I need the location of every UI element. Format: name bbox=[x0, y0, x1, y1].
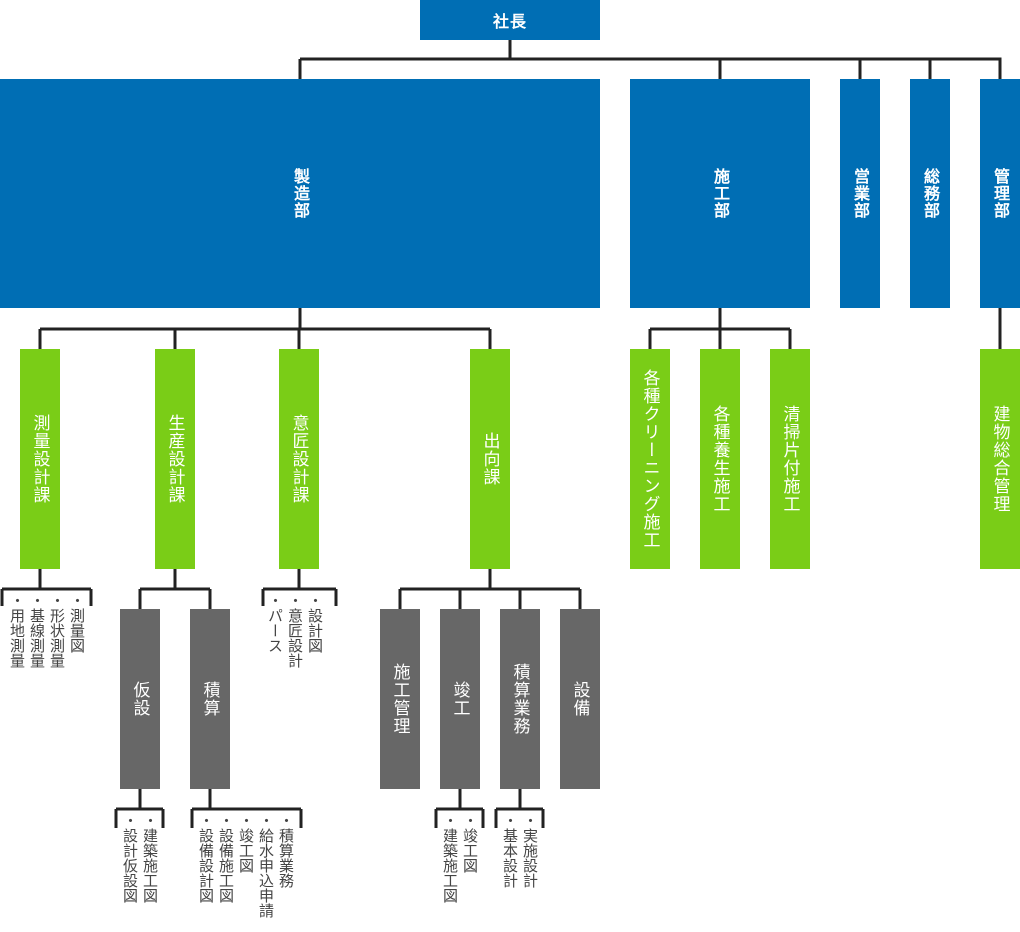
unit-setsubi: 設備 bbox=[560, 609, 600, 789]
unit-label: 設備 bbox=[569, 681, 590, 717]
note-item: ・測量図 bbox=[68, 593, 86, 653]
section-seisan: 生産設計課 bbox=[155, 349, 195, 569]
unit-sekokanri: 施工管理 bbox=[380, 609, 420, 789]
department-eigyo: 営業部 bbox=[840, 79, 880, 308]
connector-seisan bbox=[138, 569, 212, 609]
section-label: 各種養生施工 bbox=[709, 405, 730, 513]
notes-sekisan: ・積算業務 ・給水申込申請 ・竣工図 ・設備施工図 ・設備設計図 bbox=[195, 813, 295, 918]
section-tatemono: 建物総合管理 bbox=[980, 349, 1020, 569]
connector-president-kanri bbox=[930, 57, 1002, 79]
section-sokuryo: 測量設計課 bbox=[20, 349, 60, 569]
unit-label: 仮設 bbox=[129, 681, 150, 717]
section-seiso: 清掃片付施工 bbox=[770, 349, 810, 569]
section-label: 生産設計課 bbox=[164, 414, 185, 504]
section-label: 清掃片付施工 bbox=[779, 405, 800, 513]
note-item: ・用地測量 bbox=[8, 593, 26, 668]
section-isho: 意匠設計課 bbox=[279, 349, 319, 569]
connector-president bbox=[298, 40, 932, 79]
unit-label: 積算業務 bbox=[509, 663, 530, 735]
department-label: 施工部 bbox=[711, 168, 730, 219]
connector-kasetsu-notes bbox=[114, 789, 165, 828]
notes-sekisangyomu: ・実施設計 ・基本設計 bbox=[499, 813, 539, 888]
section-label: 各種クリーニング施工 bbox=[639, 369, 660, 549]
note-item: ・建築施工図 bbox=[141, 813, 159, 903]
department-seizo: 製造部 bbox=[0, 79, 600, 308]
connector-sekisan-notes bbox=[190, 789, 303, 828]
section-yojo: 各種養生施工 bbox=[700, 349, 740, 569]
department-seko: 施工部 bbox=[630, 79, 810, 308]
department-somu: 総務部 bbox=[910, 79, 950, 308]
note-item: ・設備設計図 bbox=[197, 813, 215, 903]
unit-label: 施工管理 bbox=[389, 663, 410, 735]
notes-shunko: ・竣工図 ・建築施工図 bbox=[439, 813, 479, 903]
connector-sekisangyomu-notes bbox=[494, 789, 545, 828]
section-label: 出向課 bbox=[479, 432, 500, 486]
note-item: ・給水申込申請 bbox=[257, 813, 275, 918]
connector-seizo bbox=[38, 308, 492, 349]
unit-sekisan: 積算 bbox=[190, 609, 230, 789]
department-kanri: 管理部 bbox=[980, 79, 1020, 308]
department-label: 管理部 bbox=[991, 168, 1010, 219]
note-item: ・形状測量 bbox=[48, 593, 66, 668]
notes-isho: ・設計図 ・意匠設計 ・パース bbox=[264, 593, 324, 668]
unit-shunko: 竣工 bbox=[440, 609, 480, 789]
connector-shukko bbox=[398, 569, 582, 609]
note-item: ・基線測量 bbox=[28, 593, 46, 668]
note-item: ・基本設計 bbox=[501, 813, 519, 888]
note-item: ・実施設計 bbox=[521, 813, 539, 888]
note-item: ・積算業務 bbox=[277, 813, 295, 888]
note-item: ・パース bbox=[266, 593, 284, 653]
notes-kasetsu: ・建築施工図 ・設計仮設図 bbox=[119, 813, 159, 903]
president-label: 社長 bbox=[492, 12, 527, 31]
notes-sokuryo: ・測量図 ・形状測量 ・基線測量 ・用地測量 bbox=[6, 593, 86, 668]
unit-sekisangyomu: 積算業務 bbox=[500, 609, 540, 789]
note-item: ・設計図 bbox=[306, 593, 324, 653]
president-box: 社長 bbox=[420, 0, 600, 40]
section-shukko: 出向課 bbox=[470, 349, 510, 569]
department-label: 製造部 bbox=[291, 168, 310, 219]
note-item: ・建築施工図 bbox=[441, 813, 459, 903]
connector-shunko-notes bbox=[434, 789, 485, 828]
unit-label: 積算 bbox=[199, 681, 220, 717]
section-cleaning: 各種クリーニング施工 bbox=[630, 349, 670, 569]
note-item: ・意匠設計 bbox=[286, 593, 304, 668]
note-item: ・竣工図 bbox=[461, 813, 479, 873]
department-label: 総務部 bbox=[921, 168, 940, 219]
unit-kasetsu: 仮設 bbox=[120, 609, 160, 789]
note-item: ・設備施工図 bbox=[217, 813, 235, 903]
section-label: 建物総合管理 bbox=[989, 405, 1010, 513]
note-item: ・設計仮設図 bbox=[121, 813, 139, 903]
unit-label: 竣工 bbox=[449, 681, 470, 717]
connector-seko bbox=[648, 308, 792, 349]
section-label: 意匠設計課 bbox=[288, 414, 309, 504]
department-label: 営業部 bbox=[851, 168, 870, 219]
connector-isho-notes bbox=[261, 569, 338, 606]
connector-sokuryo-notes bbox=[0, 569, 93, 606]
note-item: ・竣工図 bbox=[237, 813, 255, 873]
section-label: 測量設計課 bbox=[29, 414, 50, 504]
